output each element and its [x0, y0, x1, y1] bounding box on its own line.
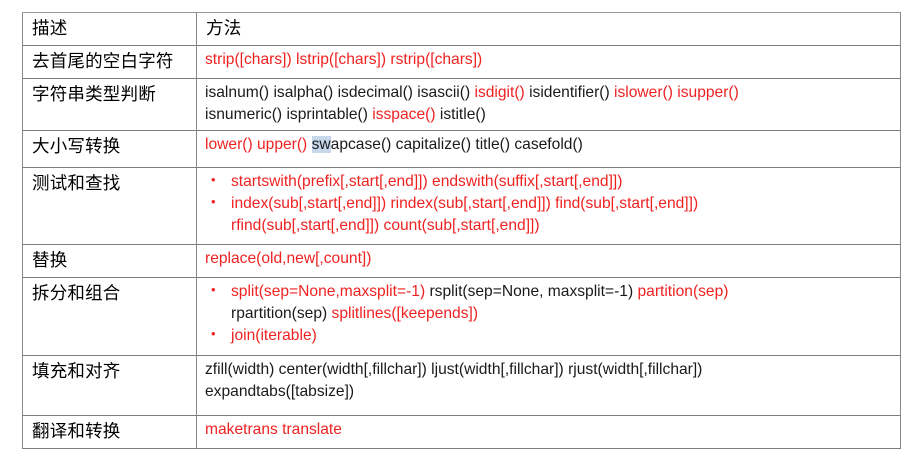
table-row: 填充和对齐 zfill(width) center(width[,fillchar… — [22, 354, 901, 416]
table-body: 描述方法去首尾的空白字符 strip([chars]) lstrip([chars… — [22, 12, 901, 449]
method-text-red: isdigit() — [474, 83, 525, 101]
row-methods-cell: maketrans translate — [196, 414, 901, 449]
method-text-plain: rpartition(sep) — [231, 304, 332, 322]
method-line: replace(old,new[,count]) — [205, 248, 894, 270]
method-line: maketrans translate — [205, 419, 894, 441]
method-text-red: index(sub[,start[,end]]) rindex(sub[,sta… — [231, 195, 699, 213]
row-methods-cell: replace(old,new[,count]) — [196, 243, 901, 278]
method-line: zfill(width) center(width[,fillchar]) lj… — [205, 359, 894, 381]
method-text-plain: expandtabs([tabsize]) — [205, 382, 355, 400]
method-text-red: isspace() — [372, 105, 436, 123]
method-text-plain: sw — [311, 135, 331, 153]
table-row: 字符串类型判断 isalnum() isalpha() isdecimal() i… — [22, 77, 901, 131]
row-methods-cell: isalnum() isalpha() isdecimal() isascii(… — [196, 77, 901, 131]
method-bullet-list: startswith(prefix[,start[,end]]) endswit… — [205, 170, 894, 237]
row-methods-cell: startswith(prefix[,start[,end]]) endswit… — [196, 166, 901, 245]
table-row: 去首尾的空白字符 strip([chars]) lstrip([chars]) r… — [22, 44, 901, 79]
row-description-cell: 去首尾的空白字符 — [22, 44, 197, 79]
method-text-red: join(iterable) — [231, 327, 317, 345]
table-row: 测试和查找 startswith(prefix[,start[,end]]) en… — [22, 166, 901, 245]
table-row: 替换 replace(old,new[,count]) — [22, 243, 901, 278]
screenshot-canvas: 描述方法去首尾的空白字符 strip([chars]) lstrip([chars… — [0, 0, 915, 435]
table-header-row: 描述方法 — [22, 12, 901, 46]
header-cell-description: 描述 — [22, 12, 197, 46]
method-line: isalnum() isalpha() isdecimal() isascii(… — [205, 82, 894, 104]
row-description-cell: 翻译和转换 — [22, 414, 197, 449]
row-description-cell: 拆分和组合 — [22, 276, 197, 356]
string-methods-table: 描述方法去首尾的空白字符 strip([chars]) lstrip([chars… — [22, 12, 901, 449]
method-text-red: partition(sep) — [637, 282, 729, 300]
method-text-red: strip([chars]) lstrip([chars]) rstrip([c… — [205, 50, 483, 68]
method-line: strip([chars]) lstrip([chars]) rstrip([c… — [205, 49, 894, 71]
table-row: 大小写转换 lower() upper() swapcase() capitali… — [22, 129, 901, 168]
row-description-cell: 大小写转换 — [22, 129, 197, 168]
method-bullet-item: split(sep=None,maxsplit=-1) rsplit(sep=N… — [205, 280, 894, 303]
method-continuation-line: rpartition(sep) splitlines([keepends]) — [205, 303, 894, 325]
method-text-red: splitlines([keepends]) — [331, 304, 479, 322]
method-bullet-item: join(iterable) — [205, 324, 894, 347]
table-row: 拆分和组合 split(sep=None,maxsplit=-1) rsplit(… — [22, 276, 901, 356]
method-text-red: lower() upper() — [205, 135, 312, 153]
row-methods-cell: zfill(width) center(width[,fillchar]) lj… — [196, 354, 901, 416]
table-row: 翻译和转换 maketrans translate — [22, 414, 901, 449]
method-text-plain: isalnum() isalpha() isdecimal() isascii(… — [205, 83, 475, 101]
method-text-plain: istitle() — [435, 105, 486, 123]
row-methods-cell: strip([chars]) lstrip([chars]) rstrip([c… — [196, 44, 901, 79]
row-methods-cell: split(sep=None,maxsplit=-1) rsplit(sep=N… — [196, 276, 901, 356]
method-text-plain: zfill(width) center(width[,fillchar]) lj… — [205, 360, 703, 378]
method-text-red: rfind(sub[,start[,end]]) count(sub[,star… — [231, 217, 540, 235]
method-continuation-line: rfind(sub[,start[,end]]) count(sub[,star… — [205, 215, 894, 237]
row-description-cell: 填充和对齐 — [22, 354, 197, 416]
method-bullet-item: index(sub[,start[,end]]) rindex(sub[,sta… — [205, 192, 894, 215]
row-description-cell: 替换 — [22, 243, 197, 278]
method-line: isnumeric() isprintable() isspace() isti… — [205, 104, 894, 126]
method-text-red: startswith(prefix[,start[,end]]) endswit… — [231, 172, 623, 190]
method-text-plain: isidentifier() — [524, 83, 615, 101]
method-text-plain: rsplit(sep=None, maxsplit=-1) — [425, 282, 638, 300]
row-description-cell: 测试和查找 — [22, 166, 197, 245]
row-methods-cell: lower() upper() swapcase() capitalize() … — [196, 129, 901, 168]
method-text-plain: apcase() capitalize() title() casefold() — [330, 135, 583, 153]
method-text-red: maketrans translate — [205, 420, 342, 438]
row-description-cell: 字符串类型判断 — [22, 77, 197, 131]
method-line: expandtabs([tabsize]) — [205, 381, 894, 403]
method-text-red: split(sep=None,maxsplit=-1) — [231, 282, 426, 300]
method-line: lower() upper() swapcase() capitalize() … — [205, 134, 894, 156]
header-cell-method: 方法 — [196, 12, 901, 46]
method-text-red: islower() isupper() — [614, 83, 739, 101]
method-bullet-item: startswith(prefix[,start[,end]]) endswit… — [205, 170, 894, 193]
method-text-plain: isnumeric() isprintable() — [205, 105, 373, 123]
method-text-red: replace(old,new[,count]) — [205, 249, 372, 267]
method-bullet-list: split(sep=None,maxsplit=-1) rsplit(sep=N… — [205, 280, 894, 347]
